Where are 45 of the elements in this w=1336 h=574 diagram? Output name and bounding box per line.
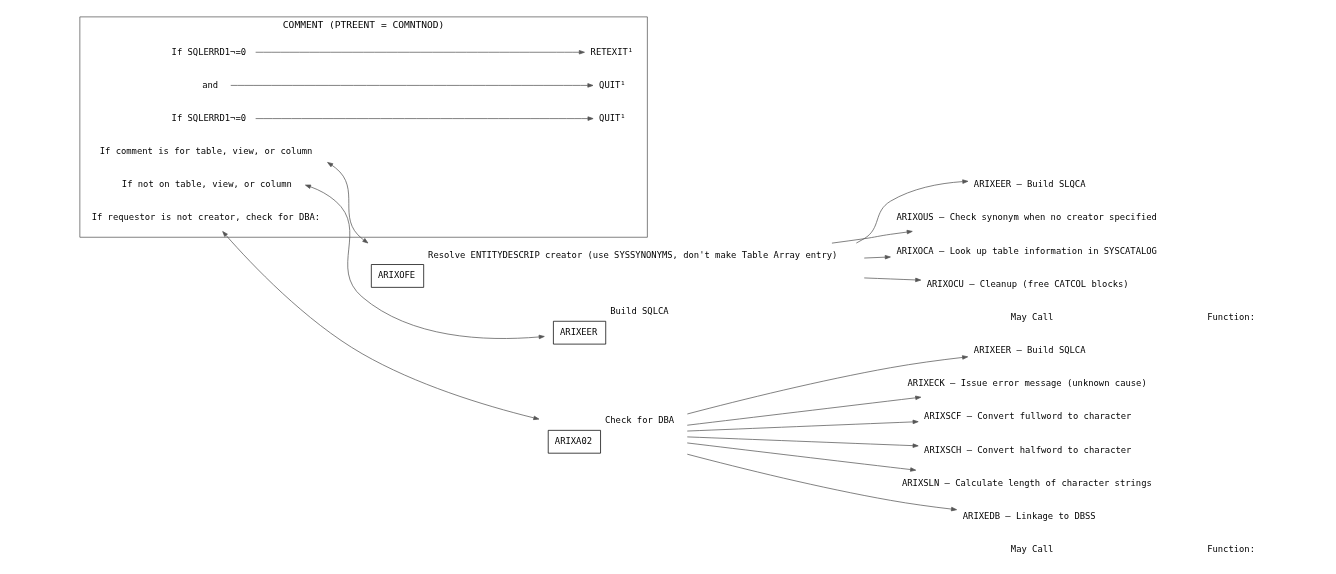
arrow xyxy=(863,255,891,260)
node-text: ARIXEER – Build SLQCA xyxy=(973,179,1086,190)
label: May Call xyxy=(1010,311,1054,322)
node-box: ARIXEER xyxy=(553,320,607,345)
arrow xyxy=(686,395,922,426)
node-box: ARIXOFE xyxy=(370,264,425,288)
node-text: If comment is for table, view, or column xyxy=(99,146,313,157)
arrow xyxy=(686,436,919,448)
node-text: If not on table, view, or column xyxy=(121,179,292,190)
arrow xyxy=(230,83,594,88)
node-text: ARIXSCF – Convert fullword to character xyxy=(924,411,1132,422)
label: May Call xyxy=(1010,544,1054,555)
node-text: ARIXOCA – Look up table information in SYSCATALOG xyxy=(896,245,1157,256)
arrow xyxy=(327,162,369,244)
arrow xyxy=(686,442,917,472)
node-text: QUIT¹ xyxy=(599,79,626,90)
node-text: RETEXIT¹ xyxy=(590,46,634,57)
node-text: ARIXEER – Build SQLCA xyxy=(973,345,1086,356)
arrow xyxy=(831,229,913,244)
node-text: If SQLERRD1¬=0 xyxy=(171,46,247,57)
arrow xyxy=(686,419,919,432)
node-label: Check for DBA xyxy=(604,415,675,426)
arrow xyxy=(687,355,969,415)
node-text: ARIXSLN – Calculate length of character strings xyxy=(902,477,1152,488)
node-box: ARIXA02 xyxy=(547,430,601,454)
label: Function: xyxy=(1207,544,1256,555)
arrow xyxy=(255,116,594,121)
node-text: ARIXOCU – Cleanup (free CATCOL blocks) xyxy=(926,278,1129,289)
arrow xyxy=(855,179,969,244)
arrow xyxy=(222,231,540,420)
node-text: If SQLERRD1¬=0 xyxy=(171,112,247,123)
node-label: Resolve ENTITYDESCRIP creator (use SYSSYNONYMS, don't make Table Array entry) xyxy=(428,249,838,260)
arrow xyxy=(863,277,922,283)
arrow xyxy=(305,184,545,340)
arrow xyxy=(255,50,585,55)
node-text: ARIXECK – Issue error message (unknown cause) xyxy=(907,378,1147,389)
arrow xyxy=(686,453,957,512)
node-text: ARIXSCH – Convert halfword to character xyxy=(924,444,1132,455)
node-text: ARIXEDB – Linkage to DBSS xyxy=(962,510,1096,521)
node-label: Build SQLCA xyxy=(610,306,669,317)
node-text: ARIXOUS – Check synonym when no creator specified xyxy=(896,212,1157,223)
label: Function: xyxy=(1207,311,1256,322)
node-text: If requestor is not creator, check for DBA: xyxy=(91,212,321,223)
node-text: QUIT¹ xyxy=(599,112,626,123)
node-text: and xyxy=(202,79,219,90)
